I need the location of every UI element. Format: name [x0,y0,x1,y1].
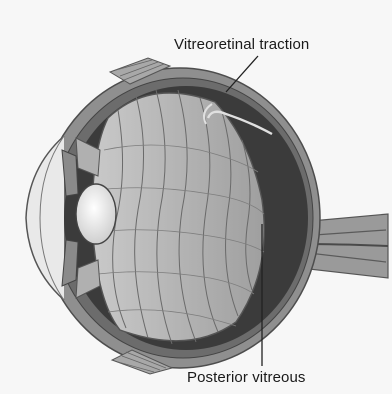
lens [76,184,116,244]
label-vitreoretinal-traction: Vitreoretinal traction [174,36,309,53]
label-posterior-vitreous: Posterior vitreous [187,369,306,386]
